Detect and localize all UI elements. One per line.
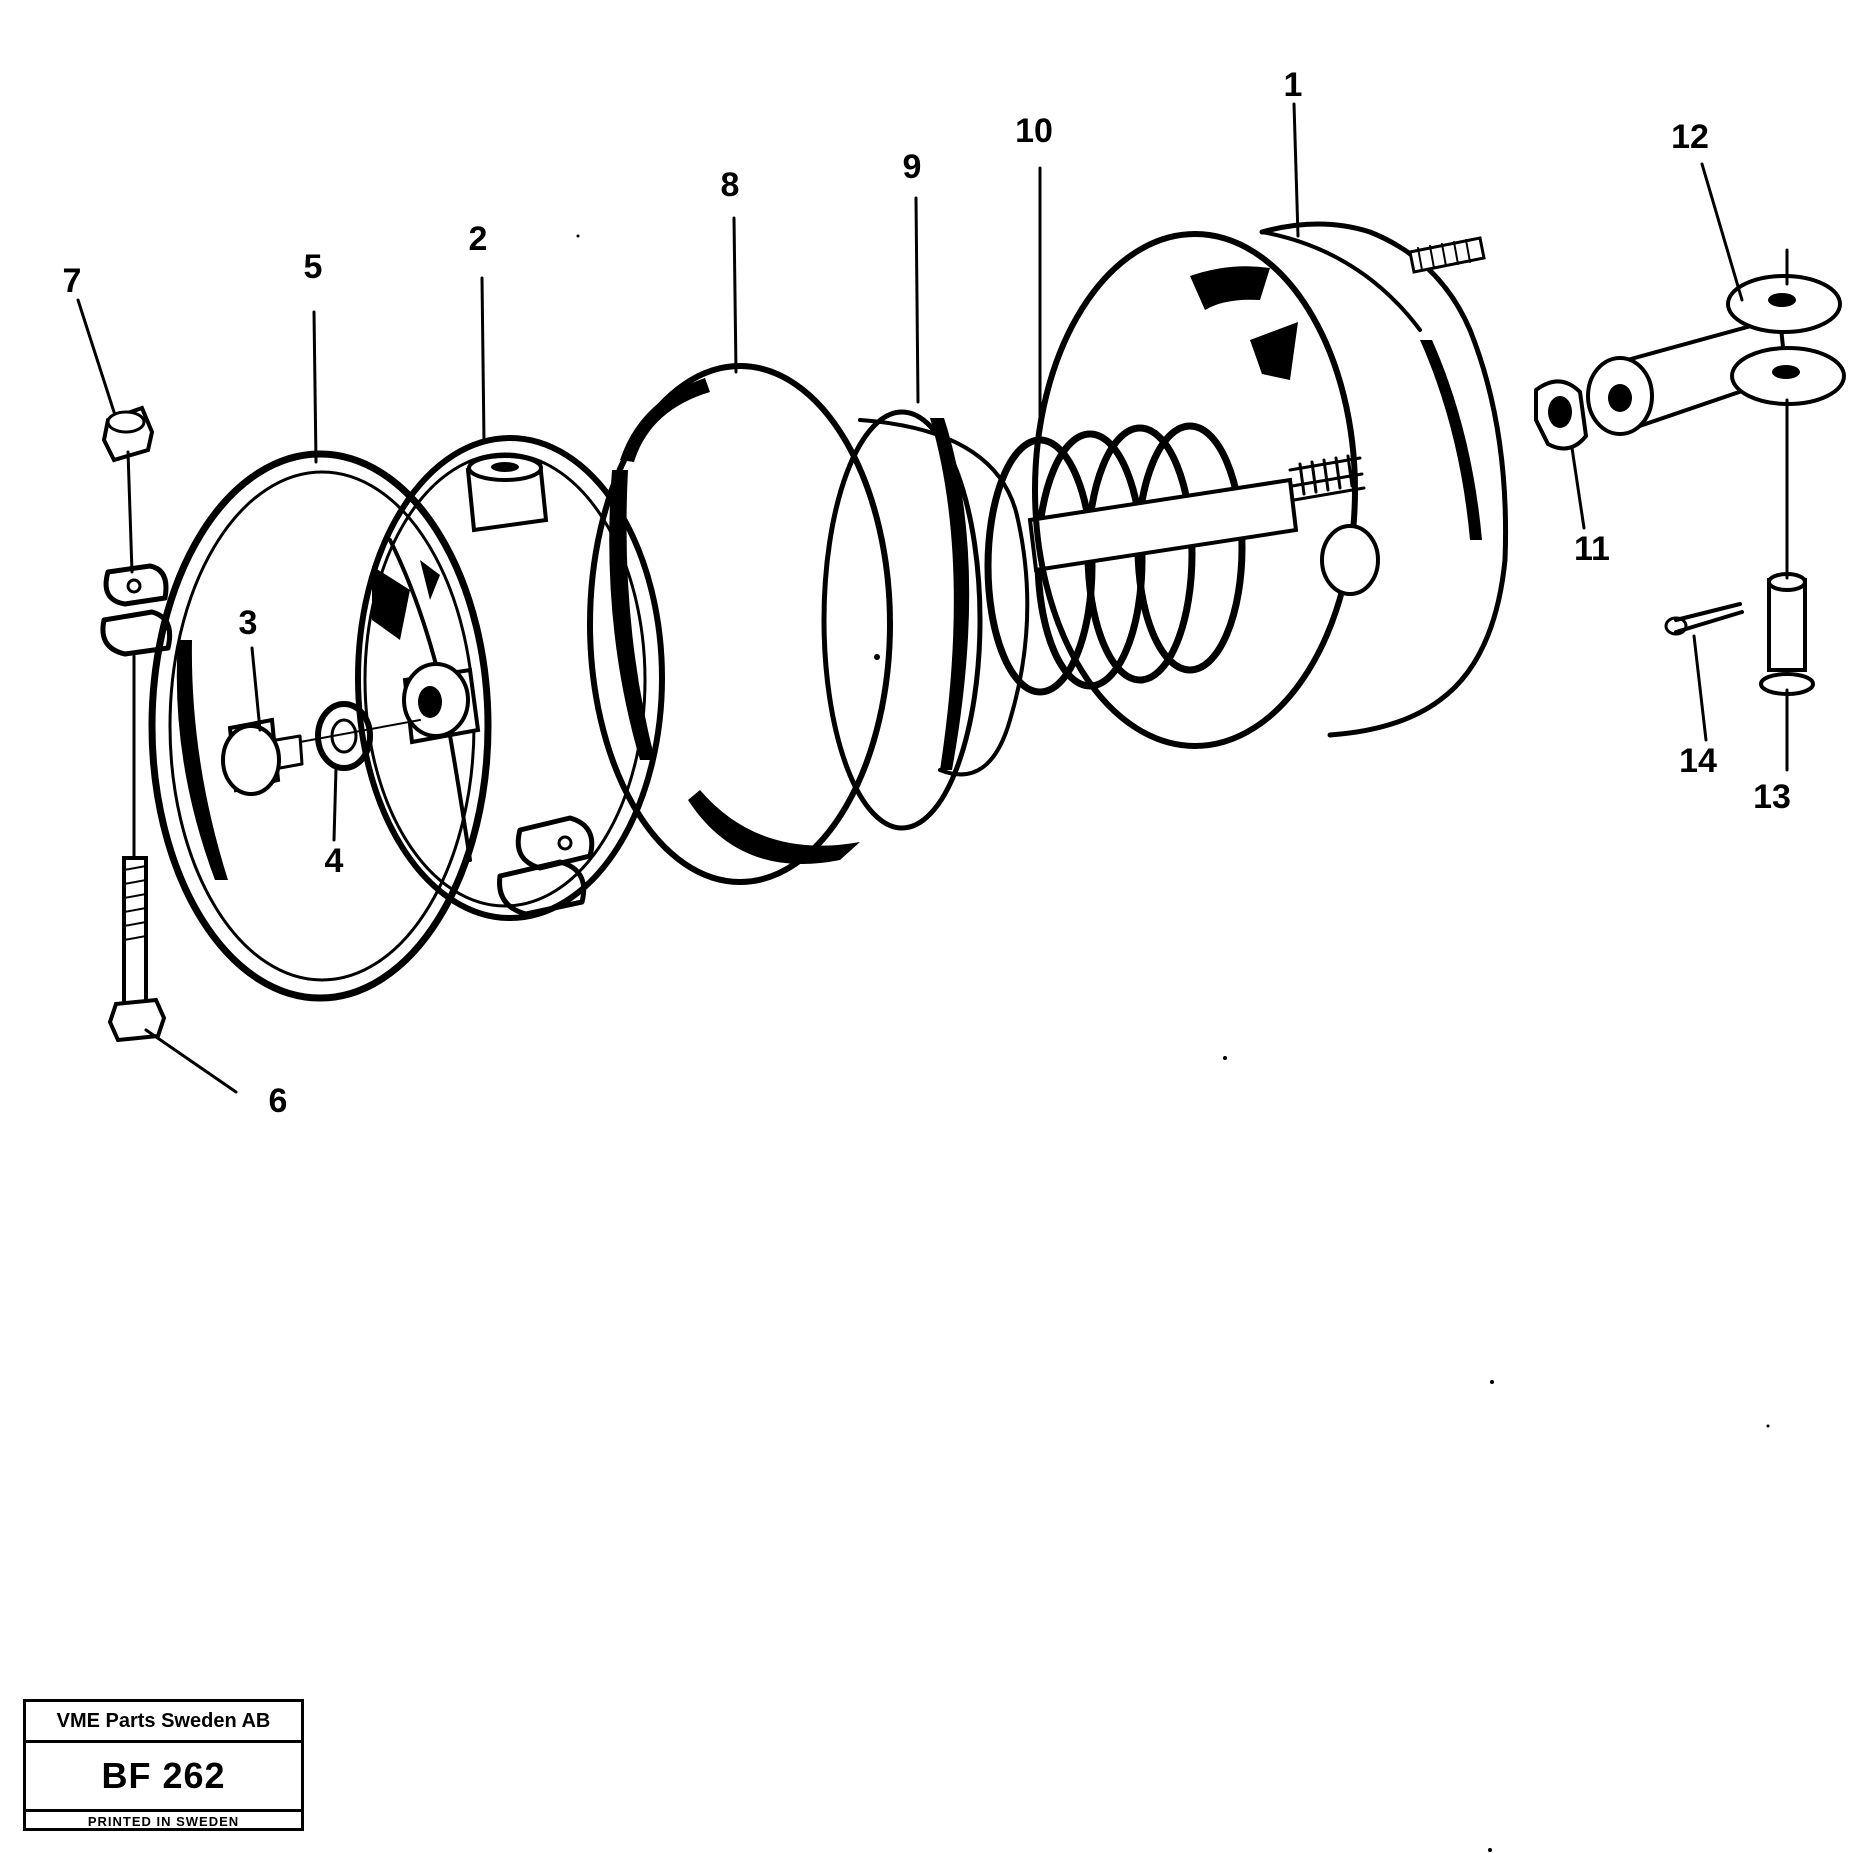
push-rod [1027, 454, 1366, 573]
part-13-pin [1759, 572, 1815, 696]
title-block: VME Parts Sweden AB BF 262 PRINTED IN SW… [23, 1699, 304, 1831]
part-12-clevis [1586, 274, 1846, 436]
callout-labels: 1 2 3 4 5 6 7 8 9 10 11 12 13 14 [63, 66, 1791, 1120]
part-11-nut [1534, 379, 1589, 451]
drawing-code: BF 262 [26, 1743, 301, 1812]
callout-2: 2 [469, 220, 488, 258]
callout-14: 14 [1679, 742, 1717, 780]
callout-12: 12 [1671, 118, 1709, 156]
part-1-pressure-housing [1032, 221, 1509, 749]
callout-9: 9 [903, 148, 922, 186]
callout-8: 8 [721, 166, 740, 204]
part-9-piston-plate [821, 409, 1030, 831]
callout-1: 1 [1284, 66, 1303, 104]
company-name: VME Parts Sweden AB [26, 1702, 301, 1743]
part-14-cotter-pin [1664, 602, 1744, 636]
printed-note: PRINTED IN SWEDEN [87, 1814, 240, 1829]
part-8-diaphragm [587, 363, 893, 885]
scan-specks [576, 234, 1770, 1852]
callout-3: 3 [239, 604, 258, 642]
part-4-washer [299, 701, 421, 771]
callout-13: 13 [1753, 778, 1791, 816]
part-6-bolt [107, 856, 167, 1043]
part-3-plug [221, 717, 304, 796]
part-5-clamp-ring [100, 450, 595, 1002]
callout-4: 4 [325, 842, 344, 880]
callout-7: 7 [63, 262, 82, 300]
callout-11: 11 [1574, 530, 1610, 568]
part-7-nut [101, 405, 155, 463]
leader-lines [76, 102, 1789, 1094]
callout-10: 10 [1015, 112, 1053, 150]
part-2-housing [355, 435, 665, 921]
callout-5: 5 [304, 248, 323, 286]
callout-6: 6 [269, 1082, 288, 1120]
